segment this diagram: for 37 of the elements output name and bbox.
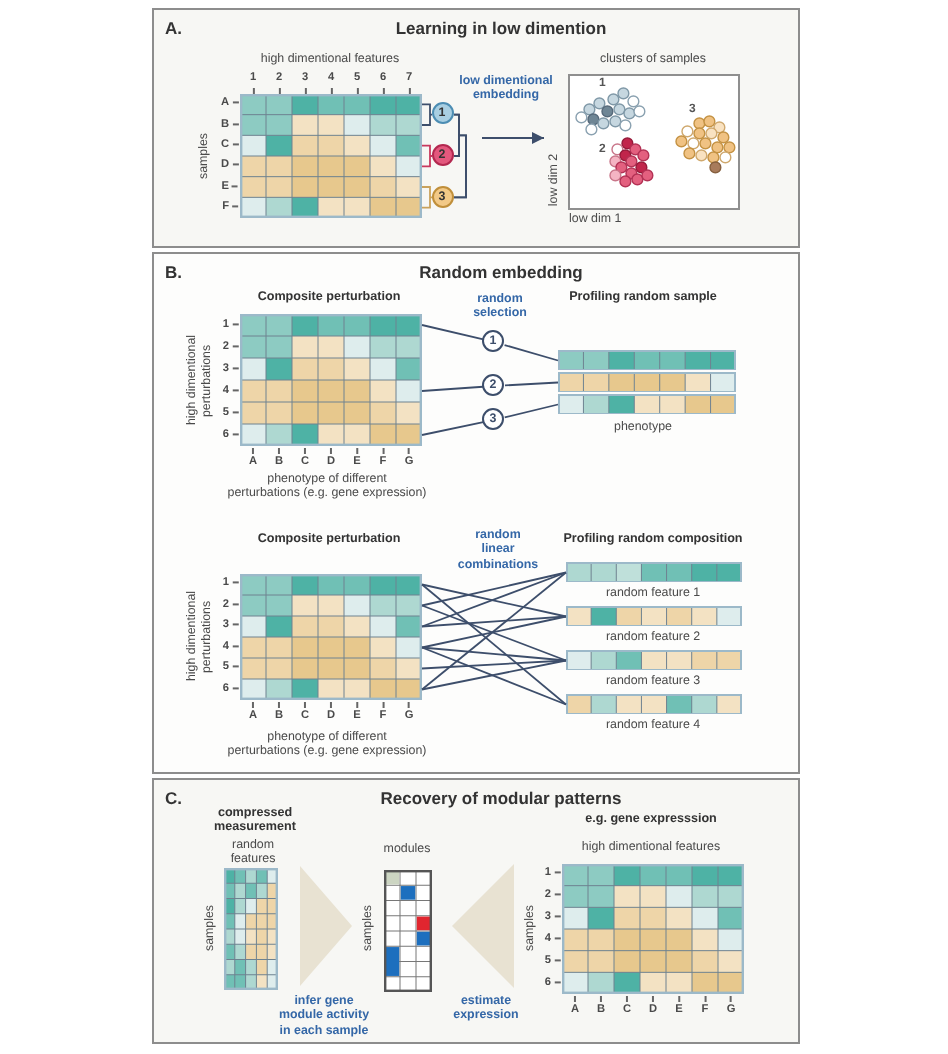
bracket-line	[421, 144, 433, 168]
connector-line	[421, 659, 567, 691]
matrix-row	[557, 393, 735, 414]
wedge-arrow	[452, 864, 514, 988]
matrix-row	[557, 349, 735, 370]
bracket-line	[421, 103, 433, 126]
connector-line	[421, 421, 485, 436]
panel	[152, 8, 800, 248]
connector-line	[421, 615, 567, 628]
connector-line	[421, 659, 567, 670]
panel-letter: B.	[165, 261, 182, 282]
connector-line	[421, 571, 567, 691]
wedge-arrow	[300, 866, 352, 986]
connector-line	[503, 344, 559, 362]
connector-line	[503, 403, 559, 419]
connector-line	[421, 583, 567, 706]
connector-line	[421, 385, 484, 392]
connector-line	[504, 381, 559, 387]
connector-line	[421, 615, 567, 649]
connector-line	[421, 604, 567, 662]
panel-letter: A.	[165, 17, 182, 38]
panel-letter: C.	[165, 787, 182, 808]
arrow	[481, 132, 545, 144]
dendrogram-line	[453, 134, 467, 199]
panel	[152, 778, 800, 1044]
panel	[152, 252, 800, 774]
connector-line	[421, 583, 567, 618]
connector-line	[421, 571, 567, 607]
connector-line	[421, 324, 485, 341]
panel-title: Recovery of modular patterns	[380, 787, 622, 808]
connector-line	[421, 646, 567, 662]
panel-title: Random embedding	[419, 261, 583, 282]
connector-line	[421, 571, 567, 628]
matrix-row	[557, 371, 735, 392]
panel-title: Learning in low dimention	[395, 17, 607, 38]
bracket-line	[421, 186, 433, 209]
connector-line	[421, 646, 567, 706]
